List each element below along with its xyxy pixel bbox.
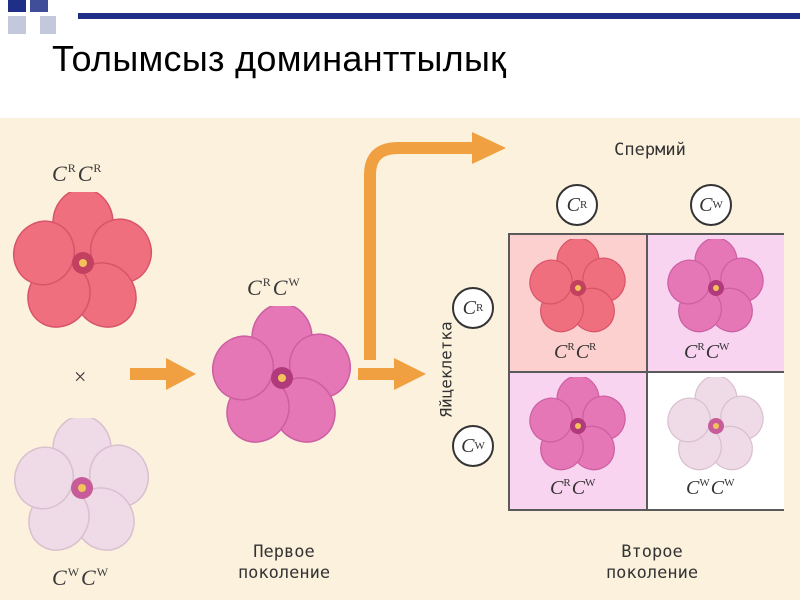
- punnett-cell-rw: CRCW: [648, 235, 784, 371]
- arrow-shaft: [130, 368, 168, 380]
- cell-genotype: CWCW: [686, 477, 735, 499]
- f1-caption-line2: поколение: [237, 563, 331, 583]
- f2-caption-line1: Второе: [621, 542, 683, 562]
- punnett-cell-rr: CRCR: [510, 235, 646, 371]
- white-flower-icon: [14, 418, 149, 551]
- slide-title: Толымсыз доминанттылық: [52, 38, 507, 79]
- pink-flower-icon: [212, 306, 351, 443]
- f1-genotype: CRCW: [247, 275, 300, 300]
- punnett-square: CRCR CRCW CRCW: [508, 233, 784, 511]
- arrow-up-right: [364, 142, 474, 360]
- grid-divider-horizontal: [510, 371, 782, 373]
- parent-red-genotype: CRCR: [52, 161, 102, 186]
- punnett-cell-rw: CRCW: [510, 373, 646, 509]
- f2-caption-line2: поколение: [605, 563, 699, 583]
- cell-genotype: CRCR: [554, 341, 597, 363]
- sperm-label: Спермий: [614, 140, 686, 160]
- white-flower-icon: [667, 377, 764, 471]
- deco-square-grey: [40, 16, 56, 34]
- deco-square-navy: [30, 0, 48, 12]
- pink-flower-icon: [667, 239, 764, 333]
- punnett-cell-ww: CWCW: [648, 373, 784, 509]
- egg-label: Яйцеклетка: [436, 321, 456, 418]
- parent-white-genotype: CWCW: [52, 565, 109, 590]
- f1-caption-line1: Первое: [253, 542, 315, 562]
- arrow-head: [166, 358, 196, 390]
- cell-genotype: CRCW: [550, 477, 596, 499]
- deco-square-navy: [8, 0, 26, 12]
- cross-symbol: ×: [74, 364, 87, 389]
- red-flower-icon: [13, 192, 152, 328]
- pink-flower-icon: [529, 377, 626, 471]
- deco-square-grey: [8, 16, 26, 34]
- cell-genotype: CRCW: [684, 341, 730, 363]
- red-flower-icon: [529, 239, 626, 333]
- decorative-squares: [0, 0, 60, 40]
- title-rule: [78, 13, 800, 19]
